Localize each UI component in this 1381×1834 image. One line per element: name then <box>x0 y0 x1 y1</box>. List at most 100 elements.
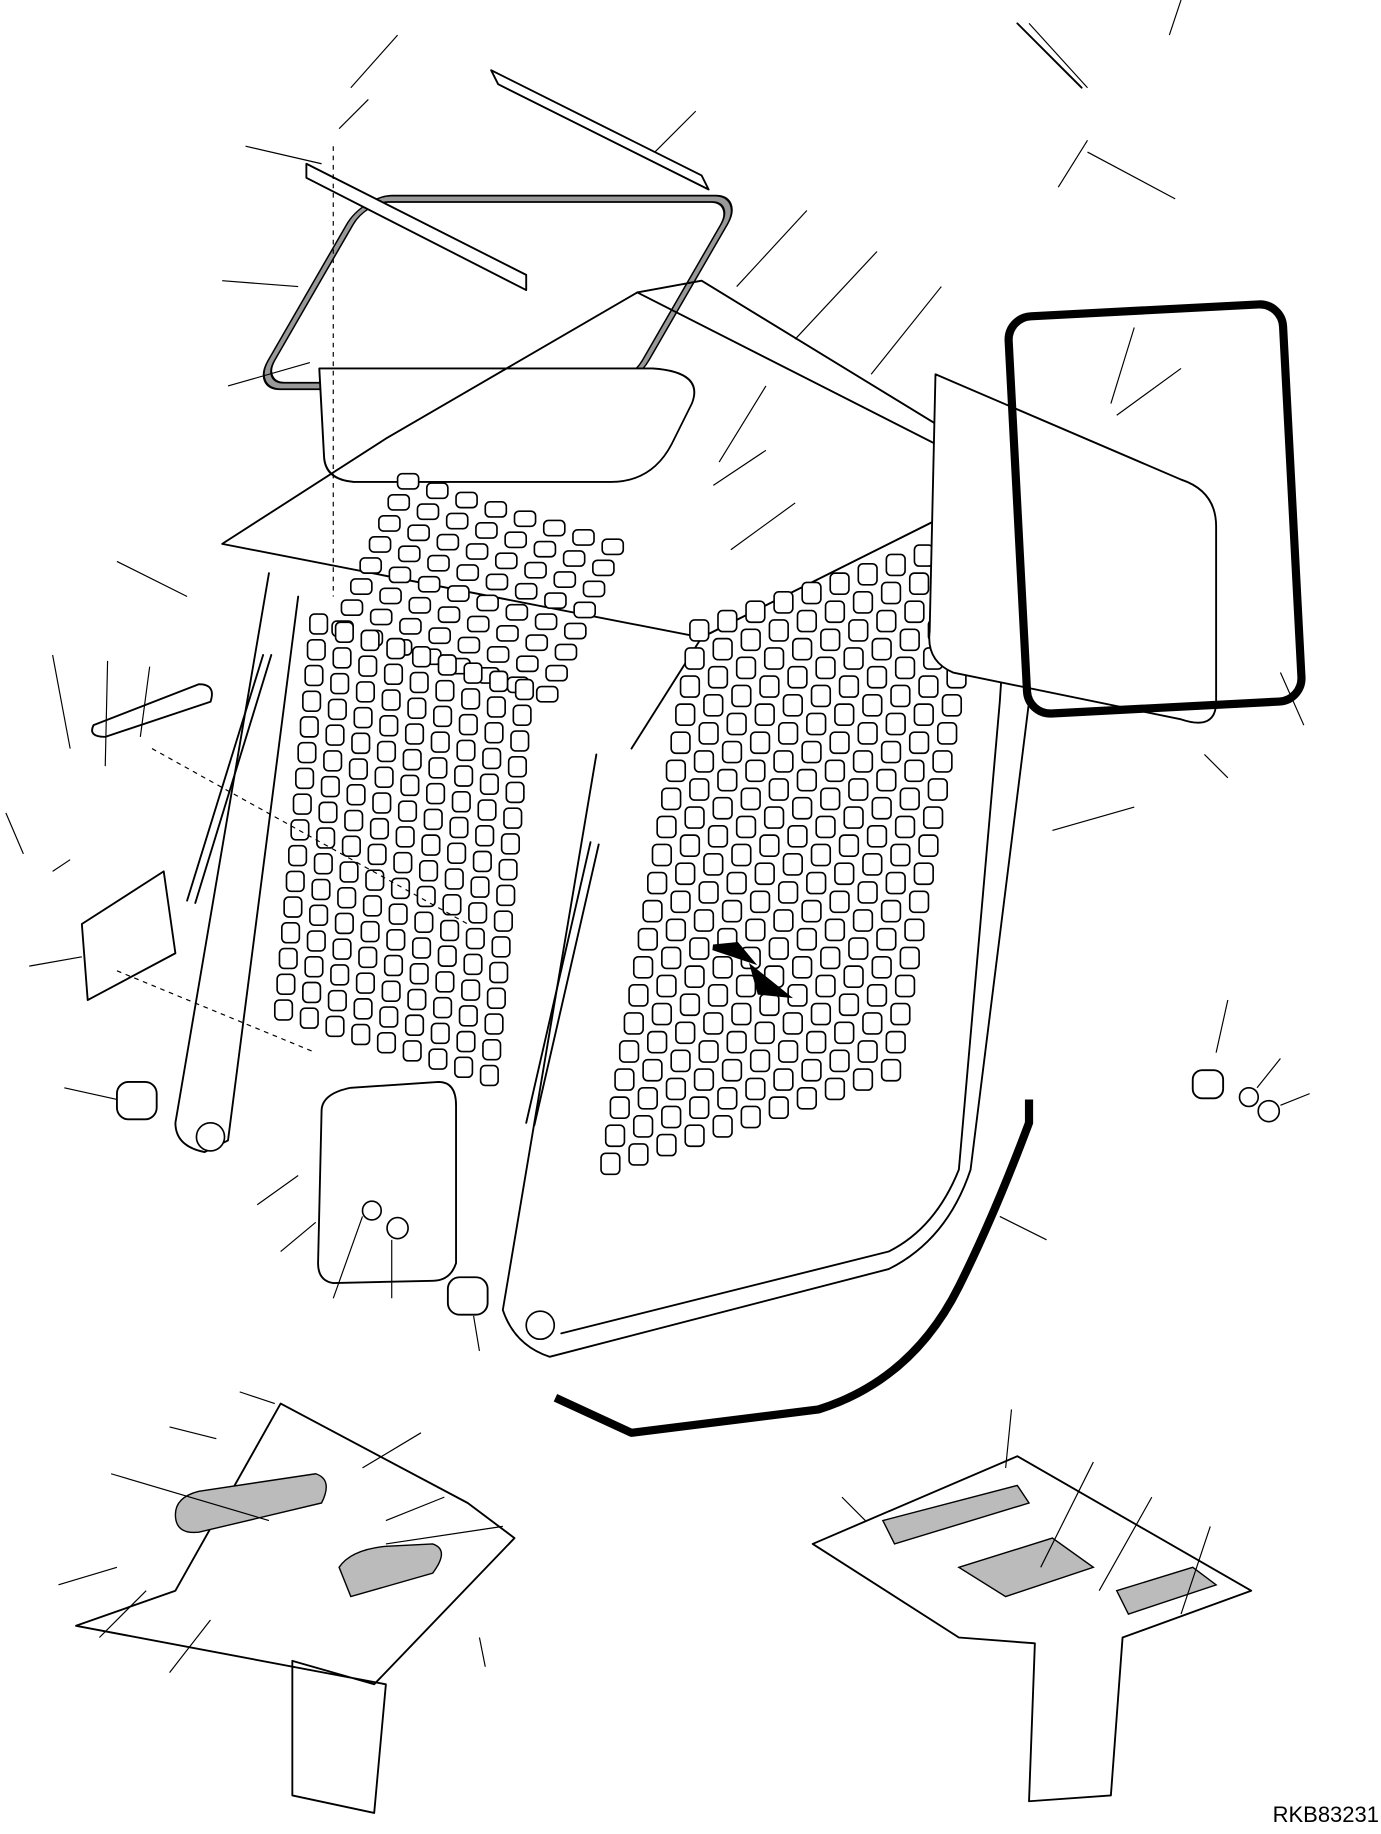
mesh-opening <box>848 619 869 642</box>
mesh-opening <box>871 955 892 979</box>
mesh-opening <box>857 1040 878 1063</box>
mesh-opening <box>665 759 687 783</box>
mesh-opening <box>801 581 822 605</box>
mesh-opening <box>397 800 418 822</box>
mesh-opening <box>468 902 488 924</box>
mesh-opening <box>573 601 597 619</box>
mesh-opening <box>848 937 869 960</box>
mesh-opening <box>834 1021 855 1045</box>
mesh-opening <box>824 600 846 624</box>
mesh-opening <box>941 693 963 717</box>
mesh-opening <box>433 996 453 1019</box>
top-strip <box>490 69 710 191</box>
mesh-opening <box>306 930 326 952</box>
front-mesh-panel <box>600 525 991 1176</box>
mesh-opening <box>456 739 476 762</box>
mesh-opening <box>383 663 404 686</box>
mesh-opening <box>346 784 366 806</box>
floor-plate-right <box>811 1455 1253 1803</box>
mesh-opening <box>379 587 402 605</box>
mesh-opening <box>306 638 326 661</box>
mesh-opening <box>498 858 518 881</box>
mesh-opening <box>824 1077 846 1101</box>
mesh-opening <box>378 514 401 532</box>
mesh-opening <box>721 740 743 764</box>
mesh-opening <box>866 665 888 689</box>
side-mesh-panel <box>273 613 535 1087</box>
mesh-opening <box>684 806 705 829</box>
mesh-opening <box>759 834 780 857</box>
leader-lines <box>5 0 1310 1673</box>
mesh-opening <box>302 981 322 1004</box>
mesh-opening <box>404 1014 425 1036</box>
mesh-opening <box>600 1152 621 1176</box>
mesh-opening <box>815 656 836 680</box>
mesh-opening <box>763 647 785 670</box>
mesh-opening <box>820 628 841 652</box>
mesh-opening <box>824 918 846 942</box>
mesh-opening <box>740 787 761 811</box>
mesh-opening <box>647 1030 668 1054</box>
mesh-opening <box>512 704 532 726</box>
mesh-opening <box>922 806 944 829</box>
mesh-opening <box>360 629 380 652</box>
mesh-opening <box>465 543 489 560</box>
mesh-opening <box>838 834 860 857</box>
mesh-opening <box>820 946 841 970</box>
mesh-opening <box>806 1030 827 1054</box>
mesh-opening <box>726 1030 747 1054</box>
mesh-opening <box>796 768 818 792</box>
mesh-opening <box>899 787 920 811</box>
mesh-opening <box>651 1002 673 1026</box>
mesh-opening <box>484 1013 504 1035</box>
mesh-opening <box>365 869 385 891</box>
side-window-glass <box>928 373 1218 724</box>
mesh-opening <box>442 893 462 916</box>
mesh-opening <box>482 1038 502 1061</box>
mesh-opening <box>582 580 606 598</box>
mesh-opening <box>829 890 850 914</box>
side-cover-plate <box>91 683 213 738</box>
mesh-opening <box>456 1030 476 1053</box>
mesh-opening <box>411 645 432 668</box>
mesh-opening <box>510 730 530 752</box>
mesh-opening <box>411 937 432 959</box>
mesh-opening <box>693 1068 715 1091</box>
mesh-opening <box>656 974 677 998</box>
mesh-opening <box>292 793 312 815</box>
mesh-opening <box>367 843 387 866</box>
mesh-opening <box>768 619 789 642</box>
mesh-opening <box>815 815 836 839</box>
mesh-opening <box>454 1056 474 1079</box>
mesh-opening <box>408 596 432 614</box>
mesh-opening <box>726 871 747 895</box>
mesh-opening <box>449 816 469 839</box>
mesh-opening <box>472 850 492 873</box>
mesh-opening <box>496 624 519 642</box>
mesh-opening <box>670 1049 691 1073</box>
mesh-opening <box>777 722 799 745</box>
mesh-opening <box>703 853 724 876</box>
mesh-opening <box>349 578 373 595</box>
mesh-opening <box>740 628 761 652</box>
mesh-opening <box>801 899 822 923</box>
mesh-opening <box>332 938 352 960</box>
mesh-opening <box>466 615 490 633</box>
mesh-opening <box>572 529 595 546</box>
mesh-opening <box>397 545 421 563</box>
mesh-opening <box>351 1023 371 1046</box>
mesh-opening <box>628 984 649 1007</box>
mesh-opening <box>553 571 577 588</box>
mesh-opening <box>479 1064 499 1087</box>
mesh-opening <box>796 1086 818 1110</box>
mesh-opening <box>428 757 448 779</box>
mesh-opening <box>309 904 329 927</box>
mesh-opening <box>862 853 883 876</box>
mesh-opening <box>866 824 888 848</box>
mesh-opening <box>334 621 354 643</box>
bottom-seal-strip <box>553 1099 1034 1437</box>
mesh-opening <box>763 806 785 829</box>
mesh-opening <box>815 974 836 998</box>
mesh-opening <box>358 655 378 677</box>
mesh-opening <box>369 817 390 840</box>
